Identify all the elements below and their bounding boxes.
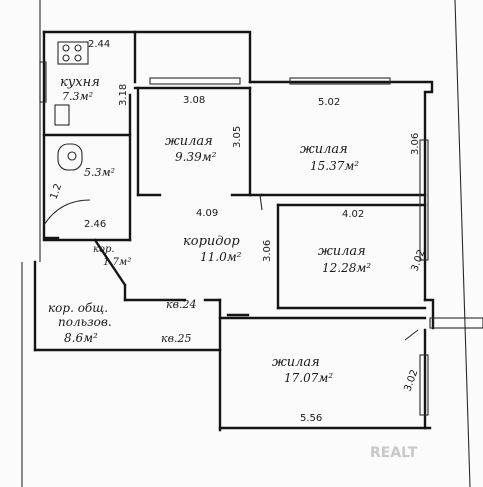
sheet-line-right (454, 0, 471, 487)
dim-3-06-right: 3.06 (410, 133, 421, 155)
living4-area: 17.07м² (284, 371, 333, 385)
shared-corridor-line1: кор. общ. (48, 301, 108, 315)
living2-name: жилая (300, 142, 348, 157)
corridor-name: коридор (183, 234, 240, 249)
dim-3-06-mid: 3.06 (262, 240, 273, 262)
dim-3-08: 3.08 (183, 95, 205, 106)
hall-small-name: кор. (93, 244, 115, 255)
apartment-25-label: кв.25 (161, 332, 191, 345)
living3-name: жилая (318, 244, 366, 259)
dim-3-18: 3.18 (118, 84, 129, 106)
living4-name: жилая (272, 355, 320, 370)
room-living-2: жилая 15.37м² (300, 142, 359, 173)
apartment-24-label: кв.24 (166, 298, 196, 311)
room-corridor: коридор 11.0м² (183, 234, 242, 264)
kitchen-area: 7.3м² (62, 90, 93, 103)
dim-3-02-lower: 3.02 (402, 368, 420, 393)
shared-corridor-line2: пользов. (58, 315, 112, 329)
living3-area: 12.28м² (322, 261, 371, 275)
watermark-text: REALT (370, 445, 418, 461)
room-hall-small: кор. 1.7м² (93, 244, 131, 268)
corridor-area: 11.0м² (200, 250, 242, 264)
dim-5-56: 5.56 (300, 413, 322, 424)
bath-area: 5.3м² (84, 166, 115, 179)
windows (39, 61, 483, 416)
dim-5-02: 5.02 (318, 97, 340, 108)
living2-area: 15.37м² (310, 159, 359, 173)
dim-3-05: 3.05 (232, 126, 243, 148)
dim-4-02: 4.02 (342, 209, 364, 220)
living1-name: жилая (165, 134, 213, 149)
bathroom-fixtures (54, 104, 83, 171)
hall-small-area: 1.7м² (103, 257, 131, 268)
outer-walls (33, 30, 435, 432)
kitchen-name: кухня (60, 75, 100, 90)
dim-2-46: 2.46 (84, 219, 106, 230)
dim-4-09: 4.09 (196, 208, 218, 219)
room-kitchen: кухня 7.3м² (60, 75, 100, 103)
stair-mark: 1.2 (48, 182, 64, 201)
kitchen-stove (57, 41, 89, 65)
interior-walls (42, 86, 427, 320)
room-bath: 5.3м² (84, 166, 115, 179)
dimension-labels: 2.44 3.18 3.08 3.05 5.02 3.06 4.09 4.02 … (84, 39, 427, 424)
room-shared-corridor: кор. общ. пользов. 8.6м² (48, 301, 112, 345)
living1-area: 9.39м² (175, 150, 217, 164)
room-living-1: жилая 9.39м² (165, 134, 217, 164)
dim-2-44: 2.44 (88, 39, 110, 50)
shared-corridor-area: 8.6м² (64, 331, 98, 345)
room-living-3: жилая 12.28м² (318, 244, 371, 275)
door-swings (43, 194, 419, 341)
room-living-4: жилая 17.07м² (272, 355, 333, 385)
